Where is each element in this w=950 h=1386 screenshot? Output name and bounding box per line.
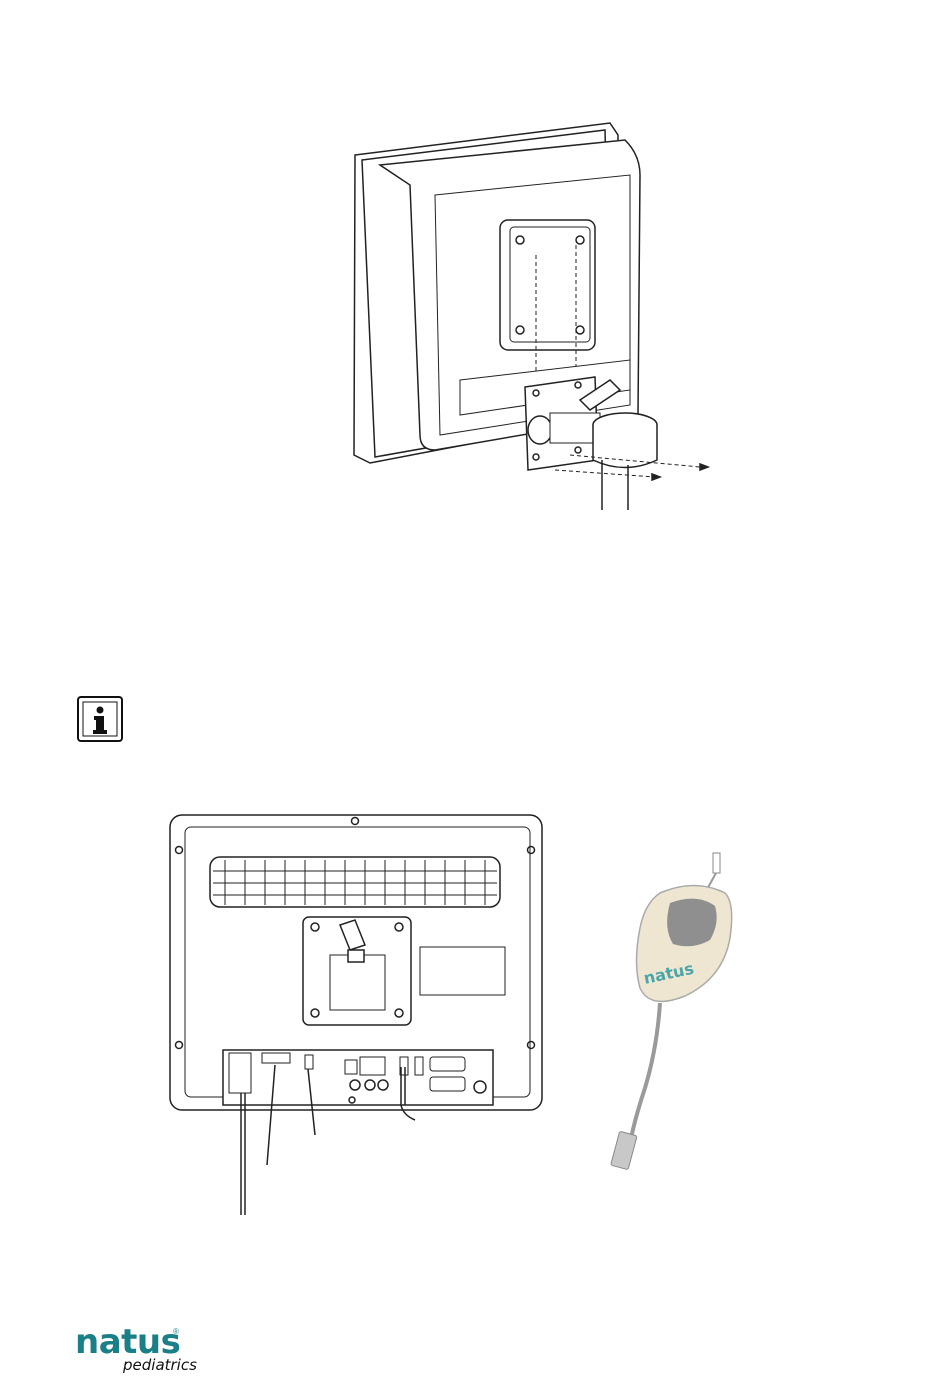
monitor-mount-illustration xyxy=(340,115,730,510)
natus-pediatrics-logo: natus ® pediatrics xyxy=(75,1325,205,1375)
logo-registered-mark: ® xyxy=(173,1327,179,1336)
usb-plug xyxy=(611,1131,637,1169)
info-icon xyxy=(77,696,123,742)
monitor-rear-panel-illustration xyxy=(165,805,550,1225)
logo-main-text: natus xyxy=(75,1325,180,1359)
logo-sub-text: pediatrics xyxy=(123,1356,197,1374)
sensor-device-illustration: natus xyxy=(605,848,755,1178)
